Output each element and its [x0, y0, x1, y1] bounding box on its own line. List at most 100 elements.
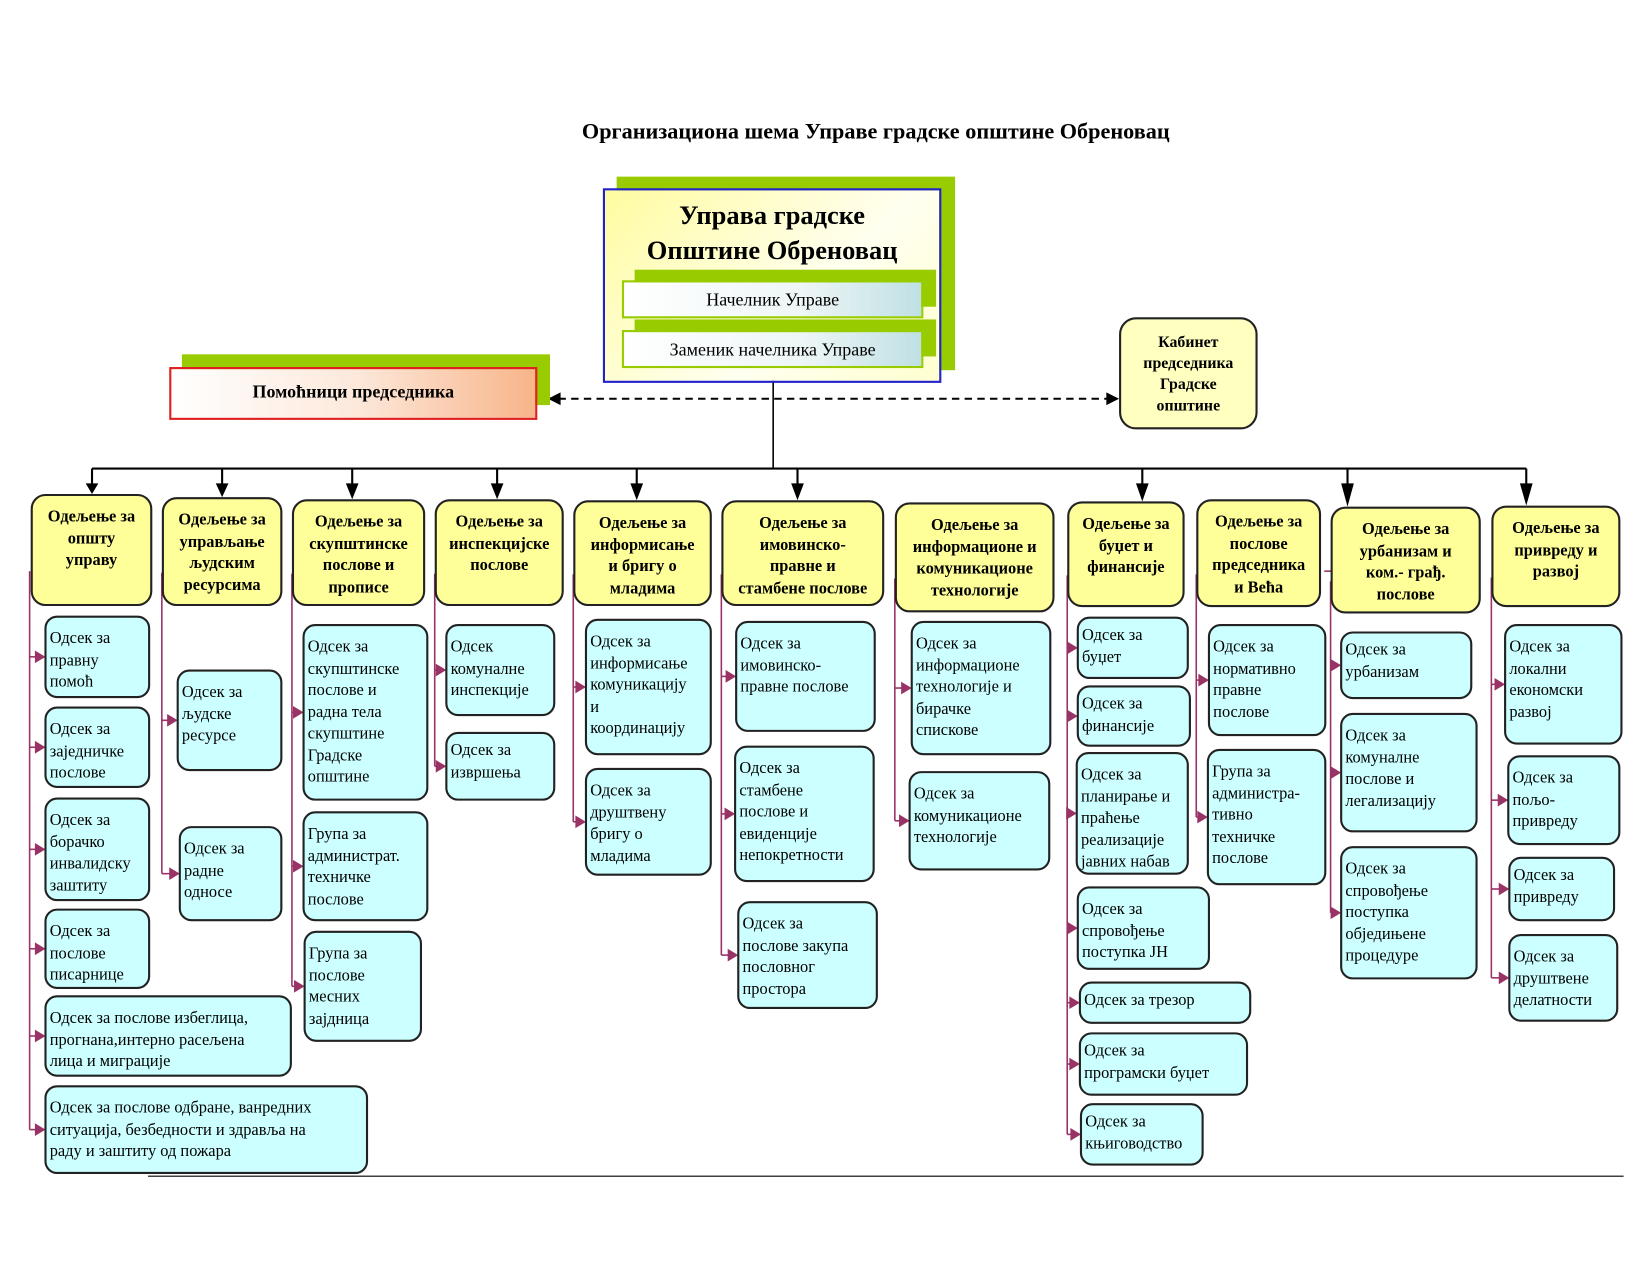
head-of-administration-box: Начелник Управе — [621, 280, 924, 319]
unit-box: Одсек за информисање комуникацију и коор… — [584, 618, 712, 756]
arrow-down-icon — [1519, 483, 1533, 506]
department-box: Одељење за информисање и бригу о младима — [573, 500, 712, 607]
unit-box: Одсек за локални економски развој — [1504, 624, 1623, 745]
unit-box: Одсек за програмски буџет — [1078, 1032, 1249, 1096]
arrow-down-icon — [1341, 483, 1354, 507]
department-box: Одељење за информационе и комуникационе … — [894, 502, 1055, 613]
unit-box: Група за послове месних зајдница — [303, 930, 423, 1042]
arrow-right-icon — [435, 663, 447, 677]
chart-title: Организациона шема Управе градске општин… — [581, 118, 1170, 144]
arrow-down-icon — [345, 483, 359, 500]
unit-box: Одсек за послове закупа пословног просто… — [737, 901, 878, 1010]
unit-box: Група за администра- тивно техничке посл… — [1206, 748, 1327, 886]
arrow-right-icon — [292, 706, 304, 719]
arrowhead-left-icon — [547, 392, 561, 406]
unit-box: Одсек за друштвене делатности — [1508, 933, 1619, 1022]
unit-box: Одсек за пољо- привреду — [1507, 755, 1621, 846]
unit-box: Одсек за послове избеглица, прогнана,инт… — [44, 995, 292, 1077]
department-box: Одељење за управљање људским ресурсима — [161, 497, 283, 607]
arrow-right-icon — [435, 759, 447, 773]
unit-box: Одсек за имовинско- правне послове — [735, 620, 876, 732]
assistants-box: Помоћници председника — [169, 367, 538, 420]
arrow-right-icon — [1067, 921, 1078, 935]
unit-box: Одсек за радне односе — [178, 826, 283, 922]
administration-name: Управа градске Општине Обреновац — [646, 202, 898, 266]
arrow-right-icon — [1069, 1057, 1080, 1071]
arrow-right-icon — [1494, 677, 1506, 691]
arrow-right-icon — [294, 979, 305, 993]
unit-box: Одсек за правну помоћ — [44, 615, 151, 699]
arrow-right-icon — [167, 713, 178, 727]
unit-box: Одсек за послове писарнице — [44, 908, 151, 989]
arrow-right-icon — [1498, 882, 1510, 896]
unit-box: Одсек за борачко инвалидску заштиту — [44, 797, 151, 902]
arrow-right-icon — [1330, 658, 1342, 672]
unit-box: Одсек за информационе технологије и бира… — [910, 620, 1052, 756]
arrow-right-icon — [1067, 641, 1078, 655]
unit-box: Одсек за финансије — [1076, 685, 1191, 747]
arrow-right-icon — [1066, 807, 1077, 820]
arrow-down-icon — [215, 483, 229, 498]
unit-box: Одсек за комуникационе технологије — [908, 771, 1051, 871]
arrow-right-icon — [292, 859, 304, 873]
arrow-right-icon — [34, 740, 46, 754]
unit-box: Одсек за буџет — [1076, 616, 1189, 680]
arrow-down-icon — [791, 483, 804, 501]
arrow-right-icon — [1197, 810, 1208, 824]
arrow-right-icon — [34, 650, 46, 664]
arrow-right-icon — [34, 942, 46, 956]
arrow-right-icon — [1497, 793, 1509, 807]
department-box: Одељење за општу управу — [30, 493, 153, 607]
unit-box: Група за администрат. техничке послове — [302, 811, 429, 922]
unit-box: Одсек за стамбене послове и евиденције н… — [734, 745, 875, 883]
department-box: Одељење за послове председника и Већа — [1196, 499, 1322, 608]
unit-box: Одсек за друштвену бригу о младима — [584, 767, 712, 876]
unit-box: Одсек за трезор — [1078, 981, 1252, 1024]
arrow-right-icon — [1067, 709, 1078, 723]
unit-box: Одсек за урбанизам — [1340, 631, 1473, 700]
department-box: Одељење за скупштинске послове и прописе — [291, 499, 426, 607]
arrow-right-icon — [1069, 996, 1080, 1010]
unit-box: Одсек за спровођење поступка обједињене … — [1340, 846, 1478, 980]
arrow-right-icon — [1330, 766, 1342, 779]
arrow-right-icon — [575, 680, 586, 694]
arrow-right-icon — [575, 815, 586, 829]
arrow-right-icon — [727, 948, 739, 962]
arrow-right-icon — [1198, 673, 1209, 687]
department-box: Одељење за привреду и развој — [1491, 505, 1621, 608]
arrow-right-icon — [725, 670, 737, 683]
arrow-right-icon — [1330, 906, 1342, 920]
unit-box: Одсек за извршења — [445, 731, 556, 801]
department-box: Одељење за буџет и финансије — [1067, 501, 1185, 608]
unit-box: Одсек за скупштинске послове и радна тел… — [302, 624, 429, 801]
arrow-down-icon — [630, 483, 644, 501]
arrowhead-right-icon — [1106, 392, 1120, 406]
unit-box: Одсек за комуналне послове и легализациј… — [1340, 712, 1478, 833]
cabinet-box: Кабинет председника Градске општине — [1119, 317, 1258, 430]
unit-box: Одсек комуналне инспекције — [445, 624, 556, 717]
unit-box: Одсек за заједничке послове — [44, 706, 151, 788]
arrow-right-icon — [34, 1029, 46, 1043]
arrow-right-icon — [724, 807, 736, 821]
department-box: Одељење за урбанизам и ком.- грађ. посло… — [1330, 506, 1481, 614]
arrow-right-icon — [1498, 971, 1510, 985]
arrow-down-icon — [490, 483, 504, 500]
department-box: Одељење за имовинско- правне и стамбене … — [721, 500, 885, 607]
unit-box: Одсек за привреду — [1508, 856, 1616, 922]
unit-box: Одсек за спровођење поступка ЈН — [1076, 886, 1211, 970]
arrow-right-icon — [34, 1123, 46, 1136]
deputy-head-box: Заменик начелника Управе — [621, 330, 924, 369]
department-box: Одељење за инспекцијске послове — [434, 499, 564, 607]
arrow-right-icon — [34, 842, 46, 856]
arrow-right-icon — [169, 867, 180, 881]
arrow-right-icon — [899, 814, 910, 828]
arrow-right-icon — [901, 681, 912, 695]
unit-box: Одсек за људске ресурсе — [176, 669, 283, 772]
arrow-down-icon — [1135, 483, 1149, 502]
unit-box: Одсек за књиговодство — [1079, 1103, 1204, 1166]
unit-box: Одсек за планирање и праћење реализације… — [1075, 752, 1189, 875]
unit-box: Одсек за нормативно правне послове — [1207, 624, 1327, 737]
arrow-right-icon — [1070, 1128, 1081, 1141]
